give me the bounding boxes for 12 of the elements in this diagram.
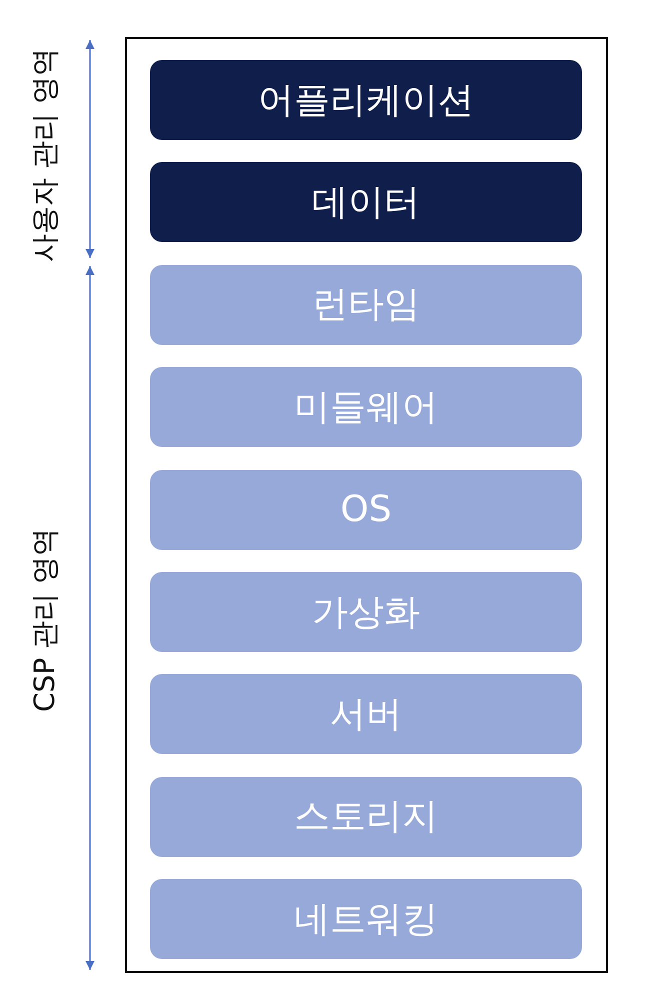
layer-box: 스토리지: [150, 776, 582, 857]
layer-box: 네트워킹: [150, 879, 582, 960]
layer-box: OS: [150, 470, 582, 550]
side-label: 사용자 관리 영역: [27, 48, 62, 262]
layer-box: 데이터: [150, 162, 582, 242]
layer-box: 어플리케이션: [150, 60, 582, 140]
frame-box: [125, 37, 608, 973]
layer-box: 서버: [150, 674, 582, 754]
layer-box: 가상화: [150, 572, 582, 652]
layer-box: 런타임: [150, 264, 582, 345]
side-label: CSP 관리 영역: [27, 528, 62, 712]
layer-box: 미들웨어: [150, 367, 582, 448]
